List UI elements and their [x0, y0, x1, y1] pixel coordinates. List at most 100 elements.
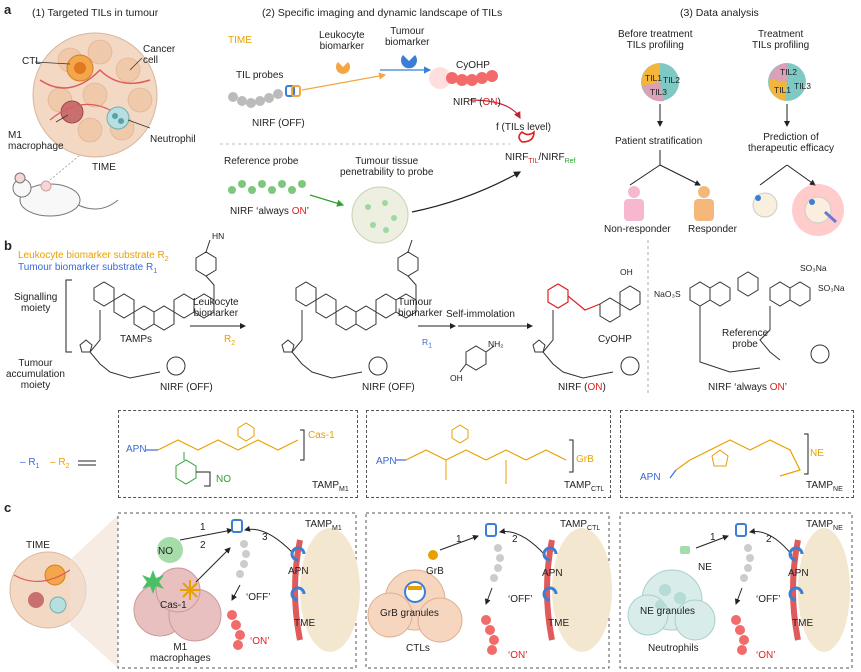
grb-label-c: GrB	[426, 566, 444, 577]
apn-label-c1: APN	[288, 566, 309, 577]
off-label-c3: ‘OFF’	[756, 594, 781, 605]
responder-label: Responder	[688, 224, 737, 235]
panel-b-label: b	[4, 238, 12, 253]
green-star-icon	[142, 570, 164, 594]
non-responder-person-icon	[624, 186, 644, 221]
pie1-til1: TIL1	[645, 73, 663, 83]
tamp-m1-box	[118, 410, 358, 498]
mouse-icon	[12, 172, 119, 217]
time-label-c: TIME	[26, 540, 50, 551]
tme-tissue-icon-c1	[290, 528, 360, 652]
off-label-c1: ‘OFF’	[246, 592, 271, 603]
apn-label-m1: APN	[126, 444, 147, 455]
on-chain-icon-c1	[227, 610, 245, 650]
til-probe-chain-icon	[228, 85, 301, 108]
ne-granules-label: NE granules	[640, 606, 696, 617]
legend-r1: – R1	[20, 457, 40, 470]
r1-byproduct-label: R1	[422, 337, 433, 350]
nao3s-label: NaO₃S	[654, 289, 681, 299]
probe-chain-icon-c1	[231, 519, 250, 578]
responder-person-icon	[694, 186, 714, 221]
tils-level-label: f (TILs level)	[496, 122, 552, 133]
tamp-ne-label-c: TAMPNE	[806, 519, 843, 532]
ctls-label: CTLs	[406, 643, 430, 654]
section-2-title: (2) Specific imaging and dynamic landsca…	[262, 7, 503, 19]
step-2-m1: 2	[200, 540, 206, 551]
on-label-c3: ‘ON’	[756, 650, 776, 661]
probe-chain-icon-c2	[485, 523, 504, 582]
neutrophils-label: Neutrophils	[648, 643, 699, 654]
leukocyte-substrate-label: Leukocyte biomarker substrate R2	[18, 250, 169, 263]
tumour-substrate-label: Tumour biomarker substrate R1	[18, 262, 158, 275]
so3na-label-2: SO₃Na	[818, 283, 845, 293]
neutrophil-icon	[106, 106, 130, 130]
tumour-biomarker-icon	[400, 55, 418, 69]
pie2-til3: TIL3	[794, 81, 812, 91]
nirf-ratio-label: NIRFTIL/NIRFRef	[505, 152, 576, 165]
penetrability-label: Tumour tissue penetrability to probe	[340, 156, 434, 178]
step-1-ctl: 1	[456, 534, 462, 545]
ctl-label: CTL	[22, 56, 41, 67]
m1-macrophage-cluster-icon	[133, 567, 222, 642]
signalling-moiety-label: Signalling moiety	[14, 292, 58, 314]
section-3-title: (3) Data analysis	[680, 7, 759, 19]
nirf-off-label-b2: NIRF (OFF)	[362, 382, 415, 393]
nirf-off-label-a: NIRF (OFF)	[252, 118, 305, 129]
proportional-icon	[518, 130, 535, 143]
cyohp-label-a: CyOHP	[456, 60, 490, 71]
tme-label-c1: TME	[294, 618, 316, 629]
step-2-ne: 2	[766, 534, 772, 545]
leukocyte-biomarker-icon	[336, 62, 350, 74]
grb-granules-icon	[404, 581, 426, 603]
ctl-cluster-icon	[367, 569, 463, 643]
no-cloud-icon	[157, 537, 183, 563]
ne-label-b: NE	[810, 448, 824, 459]
neutrophil-label: Neutrophil	[150, 134, 196, 145]
cyohp-structure-icon	[547, 283, 601, 311]
accumulation-moiety-label: Tumour accumulation moiety	[6, 358, 65, 391]
oh-label-b2: OH	[620, 267, 633, 277]
step-3-m1: 3	[262, 532, 268, 543]
panel-c-ne-box	[619, 512, 853, 669]
nirf-on-label-a: NIRF (ON)	[453, 97, 501, 108]
pie-treatment-icon	[768, 63, 806, 101]
nirf-always-on-label-a: NIRF ‘always ON’	[230, 206, 309, 217]
on-chain-icon-c3	[731, 615, 749, 655]
til-probes-label: TIL probes	[236, 70, 284, 81]
reference-probe-structure-icon	[689, 271, 830, 373]
tamp-m1-label-b: TAMPM1	[312, 480, 349, 493]
ne-label-c: NE	[698, 562, 712, 573]
tamp-ctl-structure-icon	[396, 424, 574, 484]
m1-macrophage-label: M1 macrophage	[8, 130, 64, 152]
on-label-c1: ‘ON’	[250, 636, 270, 647]
section-1-title: (1) Targeted TILs in tumour	[32, 7, 159, 19]
tme-tissue-icon-c3	[788, 528, 850, 652]
cyohp-label-b: CyOHP	[598, 334, 632, 345]
r2-byproduct-label: R2	[224, 334, 236, 347]
no-label-b: NO	[216, 474, 231, 485]
oh-label-b1: OH	[450, 373, 463, 383]
non-responder-label: Non-responder	[604, 224, 671, 235]
time-label-a2: TIME	[228, 35, 252, 46]
probe-chain-icon-c3	[735, 523, 754, 582]
apn-label-ne: APN	[640, 472, 661, 483]
legend-r2: – R2	[50, 457, 70, 470]
tamp-ne-label-b: TAMPNE	[806, 480, 843, 493]
pie2-til1: TIL1	[774, 85, 792, 95]
on-label-c2: ‘ON’	[508, 650, 528, 661]
reference-probe-label-a: Reference probe	[224, 156, 299, 167]
tamp-ne-structure-icon	[669, 433, 809, 479]
tumour-biomarker-label: Tumour biomarker	[385, 26, 430, 48]
step-1-m1: 1	[200, 522, 206, 533]
tissue-sphere-icon	[351, 186, 409, 244]
cyohp-chain-icon	[429, 67, 498, 89]
grb-dot-icon	[428, 550, 438, 560]
cancer-cell-label: Cancer cell	[143, 44, 176, 66]
so3na-label-1: SO₃Na	[800, 263, 827, 273]
tme-label-c3: TME	[792, 618, 814, 629]
step-2-ctl: 2	[512, 534, 518, 545]
tamp-ctl-box	[366, 410, 611, 498]
